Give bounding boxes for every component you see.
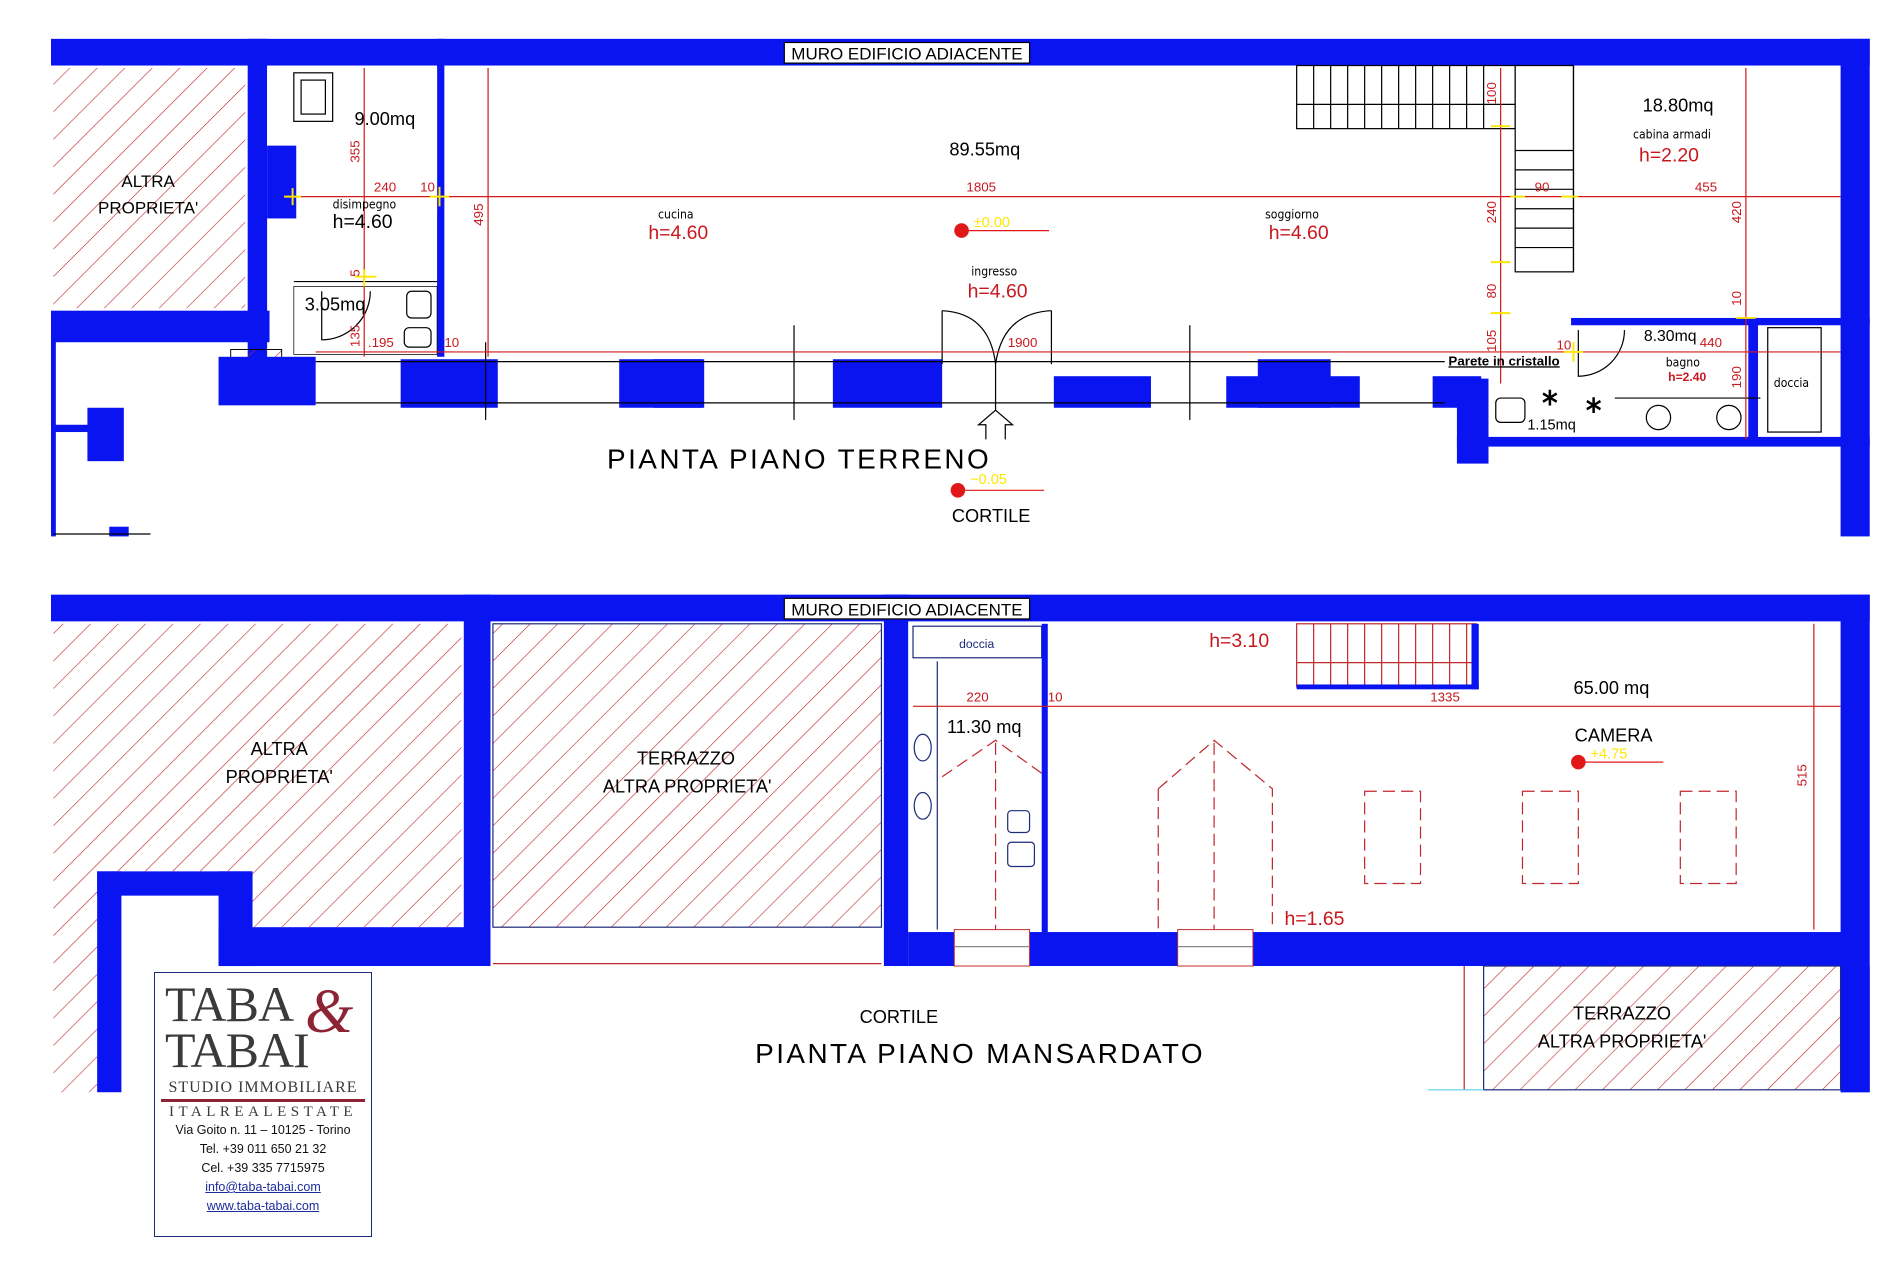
area-wc-3mq: 3.05mq — [305, 295, 366, 315]
email-link[interactable]: info@taba-tabai.com — [205, 1180, 321, 1194]
adjacent-wall-label: MURO EDIFICIO ADIACENTE — [791, 600, 1022, 619]
height-ingresso: h=4.60 — [968, 280, 1028, 302]
room-label-ingresso: ingresso — [971, 264, 1017, 278]
area-camera-65mq: 65.00 mq — [1573, 678, 1649, 698]
subbrand-label: ITALREALESTATE — [168, 1104, 358, 1120]
height-disimpegno: h=4.60 — [333, 211, 393, 233]
attic-floor-title: PIANTA PIANO MANSARDATO — [755, 1038, 1205, 1069]
address: Via Goito n. 11 – 10125 - Torino — [175, 1123, 351, 1137]
glass-wall-label: Parete in cristallo — [1448, 353, 1559, 368]
area-bagno-8mq: 8.30mq — [1644, 328, 1697, 345]
height-bagno: h=2.40 — [1668, 370, 1706, 384]
level-main: ±0.00 — [974, 215, 1010, 231]
other-property-label-2: PROPRIETA' — [226, 767, 333, 787]
dim-1335: 1335 — [1430, 689, 1460, 704]
mobile: Cel. +39 335 7715975 — [201, 1161, 325, 1175]
studio-label: STUDIO IMMOBILIARE — [161, 1079, 365, 1102]
dim-1900: 1900 — [1008, 335, 1038, 350]
room-label-doccia: doccia — [959, 637, 994, 651]
dim-135: 135 — [347, 325, 362, 347]
dim-455: 455 — [1695, 180, 1717, 195]
dim-5: 5 — [347, 269, 362, 276]
ground-floor-plan: * * 240 10 355 495 5 135 .195 10 1805 19… — [50, 38, 1870, 537]
svg-text:*: * — [1586, 391, 1602, 431]
dim-440: 440 — [1700, 335, 1722, 350]
dim-10: 10 — [420, 180, 435, 195]
area-disimpegno-9mq: 9.00mq — [355, 109, 416, 129]
dim-190: 190 — [1729, 366, 1744, 388]
dim-515: 515 — [1795, 764, 1810, 786]
room-label-soggiorno: soggiorno — [1265, 207, 1319, 221]
level-marker-icon — [1571, 754, 1586, 770]
area-wc-1mq: 1.15mq — [1527, 418, 1576, 434]
dim-10: 10 — [1048, 689, 1063, 704]
room-label-doccia: doccia — [1774, 376, 1809, 390]
height-soggiorno: h=4.60 — [1269, 222, 1329, 244]
courtyard-label: CORTILE — [952, 506, 1031, 526]
dim-240b: 240 — [1484, 201, 1499, 223]
website-link[interactable]: www.taba-tabai.com — [206, 1199, 320, 1213]
dim-10d: 10 — [1556, 338, 1571, 353]
ground-floor-title: PIANTA PIANO TERRENO — [607, 443, 991, 474]
dim-420: 420 — [1729, 201, 1744, 223]
agency-logo: TABA & TABAI — [155, 979, 371, 1077]
height-cabina-armadi: h=2.20 — [1639, 144, 1699, 166]
room-label-disimpegno: disimpegno — [333, 198, 397, 212]
dim-195: .195 — [368, 335, 394, 350]
height-min: h=1.65 — [1285, 908, 1345, 930]
room-label-bagno: bagno — [1666, 356, 1700, 370]
dim-495: 495 — [471, 203, 486, 225]
level-courtyard: −0.05 — [970, 472, 1007, 488]
svg-text:*: * — [1542, 384, 1558, 424]
adjacent-wall-label: MURO EDIFICIO ADIACENTE — [791, 44, 1022, 63]
courtyard-label: CORTILE — [860, 1007, 939, 1027]
agency-logo-card: TABA & TABAI STUDIO IMMOBILIARE ITALREAL… — [154, 972, 372, 1237]
area-cabina-18mq: 18.80mq — [1643, 96, 1714, 116]
terrace-label: TERRAZZO — [637, 749, 735, 769]
level-camera: +4.75 — [1590, 747, 1627, 763]
other-property-label: ALTRA — [121, 172, 175, 191]
room-label-cabina-armadi: cabina armadi — [1633, 127, 1711, 141]
other-property-hatch — [53, 67, 246, 309]
brand-line-2: TABAI — [165, 1022, 310, 1078]
dim-1805: 1805 — [966, 180, 996, 195]
height-max: h=3.10 — [1209, 630, 1269, 652]
terrace-label-right: TERRAZZO — [1573, 1003, 1671, 1023]
dim-10b: 10 — [444, 335, 459, 350]
dim-90: 90 — [1535, 180, 1550, 195]
other-property-label: ALTRA — [251, 739, 309, 759]
room-label-cucina: cucina — [658, 207, 694, 221]
dim-240: 240 — [374, 180, 396, 195]
brand-ampersand: & — [305, 978, 354, 1046]
dim-220: 220 — [966, 689, 988, 704]
brand-line-1: TABA — [165, 976, 294, 1032]
terrace-label-2: ALTRA PROPRIETA' — [603, 776, 772, 796]
phone: Tel. +39 011 650 21 32 — [199, 1142, 327, 1156]
dim-100: 100 — [1484, 82, 1499, 104]
dim-10c: 10 — [1729, 291, 1744, 306]
room-label-camera: CAMERA — [1575, 726, 1654, 746]
dim-355: 355 — [347, 140, 362, 162]
terrace-label-right-2: ALTRA PROPRIETA' — [1538, 1031, 1707, 1051]
dim-105: 105 — [1484, 330, 1499, 352]
area-main-89mq: 89.55mq — [949, 139, 1020, 159]
dim-80: 80 — [1484, 284, 1499, 299]
attic-floor-plan: 220 10 1335 515 MURO EDIFICIO ADIACENTE … — [50, 594, 1870, 1093]
height-cucina: h=4.60 — [648, 222, 708, 244]
staircase-ground — [1296, 64, 1575, 273]
other-property-label-2: PROPRIETA' — [98, 199, 198, 218]
area-bagno-11mq: 11.30 mq — [947, 717, 1021, 737]
